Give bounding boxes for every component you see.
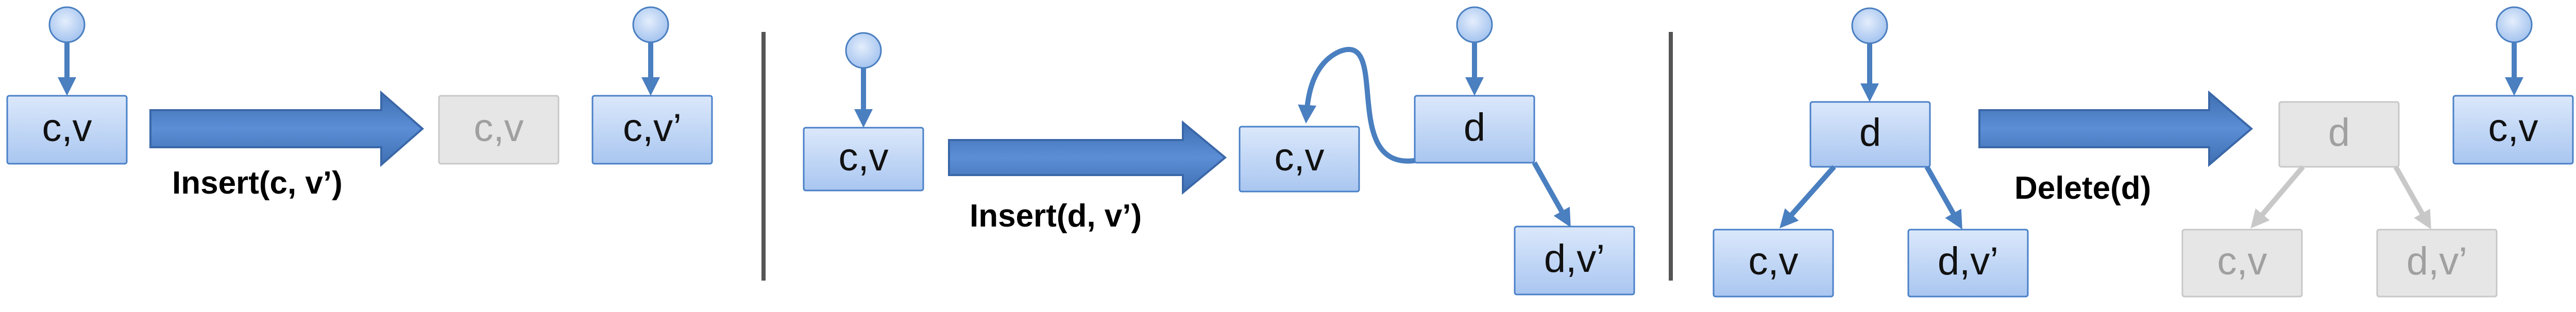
node-cv-old: c,v: [438, 95, 560, 165]
panel-insert-existing-key: c,v Insert(c, v’) c,v c,v’: [6, 6, 713, 201]
root-pointer: [1851, 7, 1888, 102]
svg-text:c,v: c,v: [42, 106, 92, 150]
node-dv: d,v’: [1514, 226, 1635, 296]
svg-text:c,v: c,v: [1274, 135, 1324, 179]
svg-text:c,v: c,v: [838, 135, 888, 179]
svg-text:d,v’: d,v’: [1544, 237, 1605, 281]
node-cv-deleted: c,v: [2181, 229, 2303, 298]
operation-arrow: [948, 120, 1227, 195]
root-pointer: [1456, 6, 1493, 96]
edge-d-to-dv: [1532, 161, 1571, 228]
svg-text:d: d: [1859, 111, 1881, 154]
node-cv: c,v: [6, 95, 128, 165]
node-cv-new: c,v’: [591, 95, 713, 165]
svg-text:c,v: c,v: [2217, 239, 2267, 283]
operation-label: Delete(d): [2014, 170, 2151, 206]
edge-d-to-dv: [1924, 165, 1962, 230]
edge-deleted-right: [2393, 165, 2431, 230]
node-cv: c,v: [1239, 126, 1360, 193]
operation-arrow: [149, 90, 425, 167]
svg-text:c,v: c,v: [1748, 239, 1798, 283]
operation-label: Insert(c, v’): [172, 165, 343, 201]
svg-text:c,v’: c,v’: [623, 106, 682, 150]
root-pointer: [2496, 6, 2533, 96]
edge-d-to-cv: [1298, 47, 1415, 164]
svg-text:d,v’: d,v’: [1938, 239, 1998, 283]
node-cv: c,v: [803, 127, 924, 192]
node-d: d: [1809, 101, 1931, 168]
node-cv-result: c,v: [2452, 95, 2574, 165]
svg-text:d,v’: d,v’: [2406, 239, 2467, 283]
svg-text:c,v: c,v: [473, 106, 523, 150]
node-cv: c,v: [1713, 229, 1834, 298]
root-pointer: [845, 32, 882, 128]
node-d: d: [1414, 95, 1535, 164]
svg-text:d: d: [2328, 111, 2350, 154]
svg-text:d: d: [1464, 106, 1485, 149]
edge-d-to-cv: [1780, 165, 1836, 229]
node-dv: d,v’: [1907, 229, 2029, 298]
operation-label: Insert(d, v’): [970, 198, 1142, 234]
panel-delete: d c,v d,v’ Delete(d) d c,v d,v’: [1713, 6, 2574, 298]
node-d-deleted: d: [2278, 101, 2400, 168]
root-pointer: [632, 6, 669, 96]
node-dv-deleted: d,v’: [2376, 229, 2498, 298]
svg-text:c,v: c,v: [2488, 106, 2538, 150]
operation-arrow: [1978, 90, 2253, 167]
panel-insert-new-key: c,v Insert(d, v’) c,v d d,v’: [803, 6, 1635, 296]
root-pointer: [48, 6, 86, 96]
edge-deleted-left: [2250, 165, 2305, 229]
